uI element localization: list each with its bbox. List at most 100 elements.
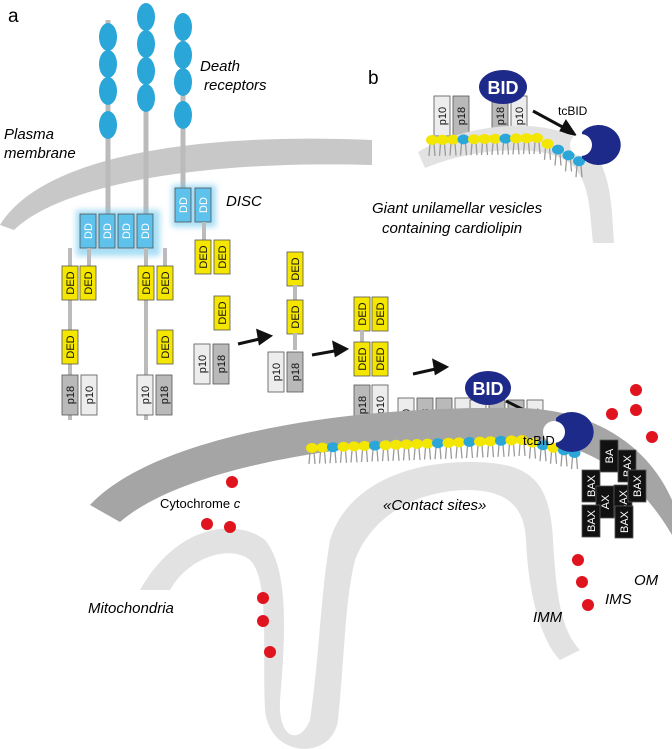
lipid-head <box>453 437 465 448</box>
svg-text:BAX: BAX <box>586 509 598 532</box>
p10-subunit: p10 <box>80 374 98 416</box>
svg-text:p10: p10 <box>197 355 209 373</box>
dd-domain: DD <box>194 187 212 223</box>
bax-protein: BAX <box>581 469 601 503</box>
dd-domain: DD <box>98 213 116 249</box>
ded-domain: DED <box>213 239 231 275</box>
tcbid-notch-a <box>543 421 565 443</box>
lipid-head <box>562 150 575 161</box>
cytochrome-dot <box>582 599 594 611</box>
ded-domain: DED <box>194 239 212 275</box>
svg-text:BAX: BAX <box>632 474 644 497</box>
lipid-head <box>447 134 459 145</box>
cytochrome-dot <box>264 646 276 658</box>
bax-protein: BAX <box>581 504 601 538</box>
svg-text:p18: p18 <box>495 107 507 125</box>
lipid-head <box>358 441 371 451</box>
lipid-head <box>537 440 549 451</box>
lipid-head <box>436 134 449 145</box>
svg-text:BAX: BAX <box>619 510 631 533</box>
svg-text:DED: DED <box>83 271 95 294</box>
p10-subunit: p10 <box>193 343 211 385</box>
bid-label-a: BID <box>473 379 504 399</box>
svg-text:DED: DED <box>375 347 387 370</box>
ded-domain: DED <box>353 341 371 377</box>
disc-label: DISC <box>226 193 262 210</box>
lipid-head <box>552 144 564 155</box>
ded-domain: DED <box>286 251 304 287</box>
process-arrows <box>237 328 450 376</box>
lipid-head <box>468 134 480 145</box>
ded-domain: DED <box>61 329 79 365</box>
svg-text:DD: DD <box>140 223 152 239</box>
svg-text:DED: DED <box>198 245 210 268</box>
tcbid-label-a: tcBID <box>523 433 555 448</box>
ded-domain: DED <box>79 265 97 301</box>
ded-domain: DED <box>156 265 174 301</box>
lipid-head <box>478 134 491 144</box>
death-receptor-3 <box>174 13 192 190</box>
p18-subunit: p18 <box>452 95 470 137</box>
svg-text:DD: DD <box>102 223 114 239</box>
lipid-head <box>505 435 518 446</box>
lipid-head <box>495 435 507 446</box>
lipid-head <box>400 439 413 450</box>
lipid-head <box>442 437 455 448</box>
cytochrome-dot <box>257 615 269 627</box>
cytochrome-dot <box>606 408 618 420</box>
cytochrome-dot <box>226 476 238 488</box>
plasma-membrane-label: Plasma <box>4 126 54 143</box>
bax-protein: BA <box>599 439 619 473</box>
bax-protein: BAX <box>627 469 647 503</box>
p18-subunit: p18 <box>61 374 79 416</box>
mito-inner-membrane <box>140 462 580 749</box>
lipid-head <box>306 443 318 453</box>
lipid-head <box>489 133 501 144</box>
svg-text:p18: p18 <box>216 355 228 373</box>
cytochrome-dot <box>646 431 658 443</box>
cytochrome-dot <box>630 384 642 396</box>
lipid-head <box>369 440 381 451</box>
lipid-head <box>426 135 438 145</box>
svg-text:DED: DED <box>375 302 387 325</box>
svg-text:DD: DD <box>178 197 190 213</box>
lipid-head <box>379 440 392 451</box>
guv-lipids <box>426 133 585 178</box>
svg-text:p18: p18 <box>456 107 468 125</box>
bid-oval-b <box>479 70 527 104</box>
svg-text:p10: p10 <box>271 363 283 381</box>
cytochrome-c-dots <box>201 384 658 658</box>
svg-text:DED: DED <box>290 305 302 328</box>
ded-domain: DED <box>371 341 389 377</box>
ded-domain: DED <box>137 265 155 301</box>
ded-domain: DED <box>286 299 304 335</box>
svg-text:DED: DED <box>357 302 369 325</box>
plasma-membrane-label-2: membrane <box>4 145 76 162</box>
dd-domain: DD <box>174 187 192 223</box>
p18-subunit: p18 <box>155 374 173 416</box>
cytochrome-dot <box>257 592 269 604</box>
svg-text:p18: p18 <box>159 386 171 404</box>
svg-text:DED: DED <box>160 271 172 294</box>
cytochrome-dot <box>630 404 642 416</box>
p10-subunit: p10 <box>267 351 285 393</box>
cytochrome-label: Cytochrome c <box>160 496 241 511</box>
ded-domain: DED <box>213 295 231 331</box>
svg-text:DED: DED <box>160 335 172 358</box>
death-receptors-label-2: receptors <box>204 77 267 94</box>
lipid-head <box>337 441 350 452</box>
ded-domain: DED <box>371 296 389 332</box>
svg-text:DED: DED <box>290 257 302 280</box>
lipid-head <box>531 133 543 143</box>
death-receptor-1 <box>99 20 117 215</box>
cytochrome-dot <box>572 554 584 566</box>
svg-text:p10: p10 <box>514 107 526 125</box>
svg-text:BAX: BAX <box>586 474 598 497</box>
p10-subunit: p10 <box>433 95 451 137</box>
lipid-head <box>348 441 360 452</box>
lipid-head <box>573 156 585 167</box>
svg-text:p10: p10 <box>375 396 387 414</box>
ims-label: IMS <box>605 591 632 608</box>
lipid-head <box>541 138 554 149</box>
